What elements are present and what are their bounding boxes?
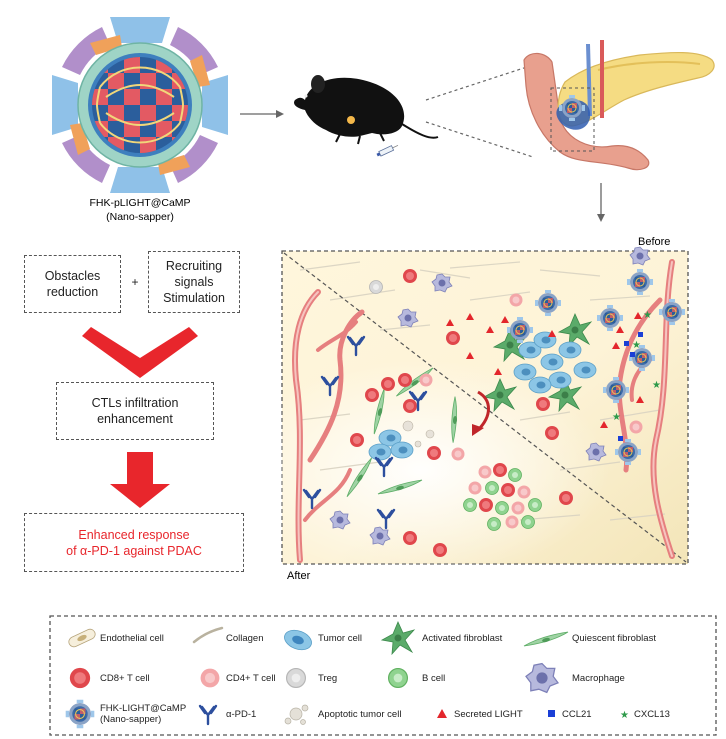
obstacles-box: Obstacles reduction bbox=[24, 255, 121, 313]
legend-ccl21: CCL21 bbox=[562, 709, 592, 720]
flow-arrows bbox=[82, 327, 198, 508]
legend-treg: Treg bbox=[318, 673, 338, 684]
plus-sign: + bbox=[131, 275, 139, 289]
legend-secreted-light: Secreted LIGHT bbox=[454, 709, 523, 720]
legend-collagen: Collagen bbox=[226, 633, 264, 644]
after-label: After bbox=[287, 570, 311, 582]
ctl-line-1: CTLs infiltration bbox=[91, 396, 179, 410]
legend-quiescent-fibroblast: Quiescent fibroblast bbox=[572, 633, 656, 644]
legend-endothelial: Endothelial cell bbox=[100, 633, 164, 644]
ctl-line-2: enhancement bbox=[97, 412, 173, 426]
svg-text:★: ★ bbox=[652, 380, 661, 391]
svg-text:★: ★ bbox=[612, 412, 621, 423]
legend-anti-pd1: α-PD-1 bbox=[226, 709, 257, 720]
zoom-lines bbox=[425, 64, 534, 158]
svg-text:★: ★ bbox=[632, 340, 641, 351]
nanoparticle-alias: (Nano-sapper) bbox=[106, 211, 174, 223]
legend-macrophage: Macrophage bbox=[572, 673, 625, 684]
arrow-to-panel bbox=[597, 183, 605, 222]
recruiting-line-1: Recruiting bbox=[165, 259, 223, 273]
response-line-1: Enhanced response bbox=[78, 527, 190, 542]
svg-text:★: ★ bbox=[643, 310, 652, 321]
tumor-microenvironment-panel: ★ ★ ★ ★ bbox=[230, 246, 689, 580]
obstacles-text: Obstacles reduction bbox=[44, 269, 101, 299]
legend-activated-fibroblast: Activated fibroblast bbox=[422, 633, 503, 644]
legend-cxcl13: CXCL13 bbox=[634, 709, 670, 720]
legend-nanoparticle: FHK-LIGHT@CaMP bbox=[100, 703, 187, 714]
response-line-2: of α-PD-1 against PDAC bbox=[66, 543, 202, 558]
pancreas-illustration bbox=[523, 40, 715, 171]
legend-box bbox=[49, 615, 717, 736]
legend-nanoparticle-alias: (Nano-sapper) bbox=[100, 714, 162, 725]
before-label: Before bbox=[638, 236, 670, 248]
legend-b-cell: B cell bbox=[422, 673, 446, 684]
ctl-box: CTLs infiltration enhancement bbox=[56, 382, 214, 440]
recruiting-box: Recruiting signals Stimulation bbox=[148, 251, 240, 313]
legend-cd4: CD4+ T cell bbox=[226, 673, 276, 684]
nanoparticle-name: FHK-pLIGHT@CaMP bbox=[89, 197, 190, 209]
legend-cd8: CD8+ T cell bbox=[100, 673, 150, 684]
svg-text:★: ★ bbox=[620, 710, 629, 721]
nanoparticle-illustration bbox=[52, 17, 228, 193]
arrow-to-mouse bbox=[240, 110, 284, 118]
response-box: Enhanced response of α-PD-1 against PDAC bbox=[24, 513, 244, 572]
mouse-illustration bbox=[294, 75, 439, 157]
recruiting-line-2: signals bbox=[174, 275, 214, 289]
legend-apoptotic-tumor: Apoptotic tumor cell bbox=[318, 709, 402, 720]
legend-tumor-cell: Tumor cell bbox=[318, 633, 362, 644]
legend-icons: ★ bbox=[65, 621, 629, 729]
recruiting-line-3: Stimulation bbox=[163, 291, 225, 305]
